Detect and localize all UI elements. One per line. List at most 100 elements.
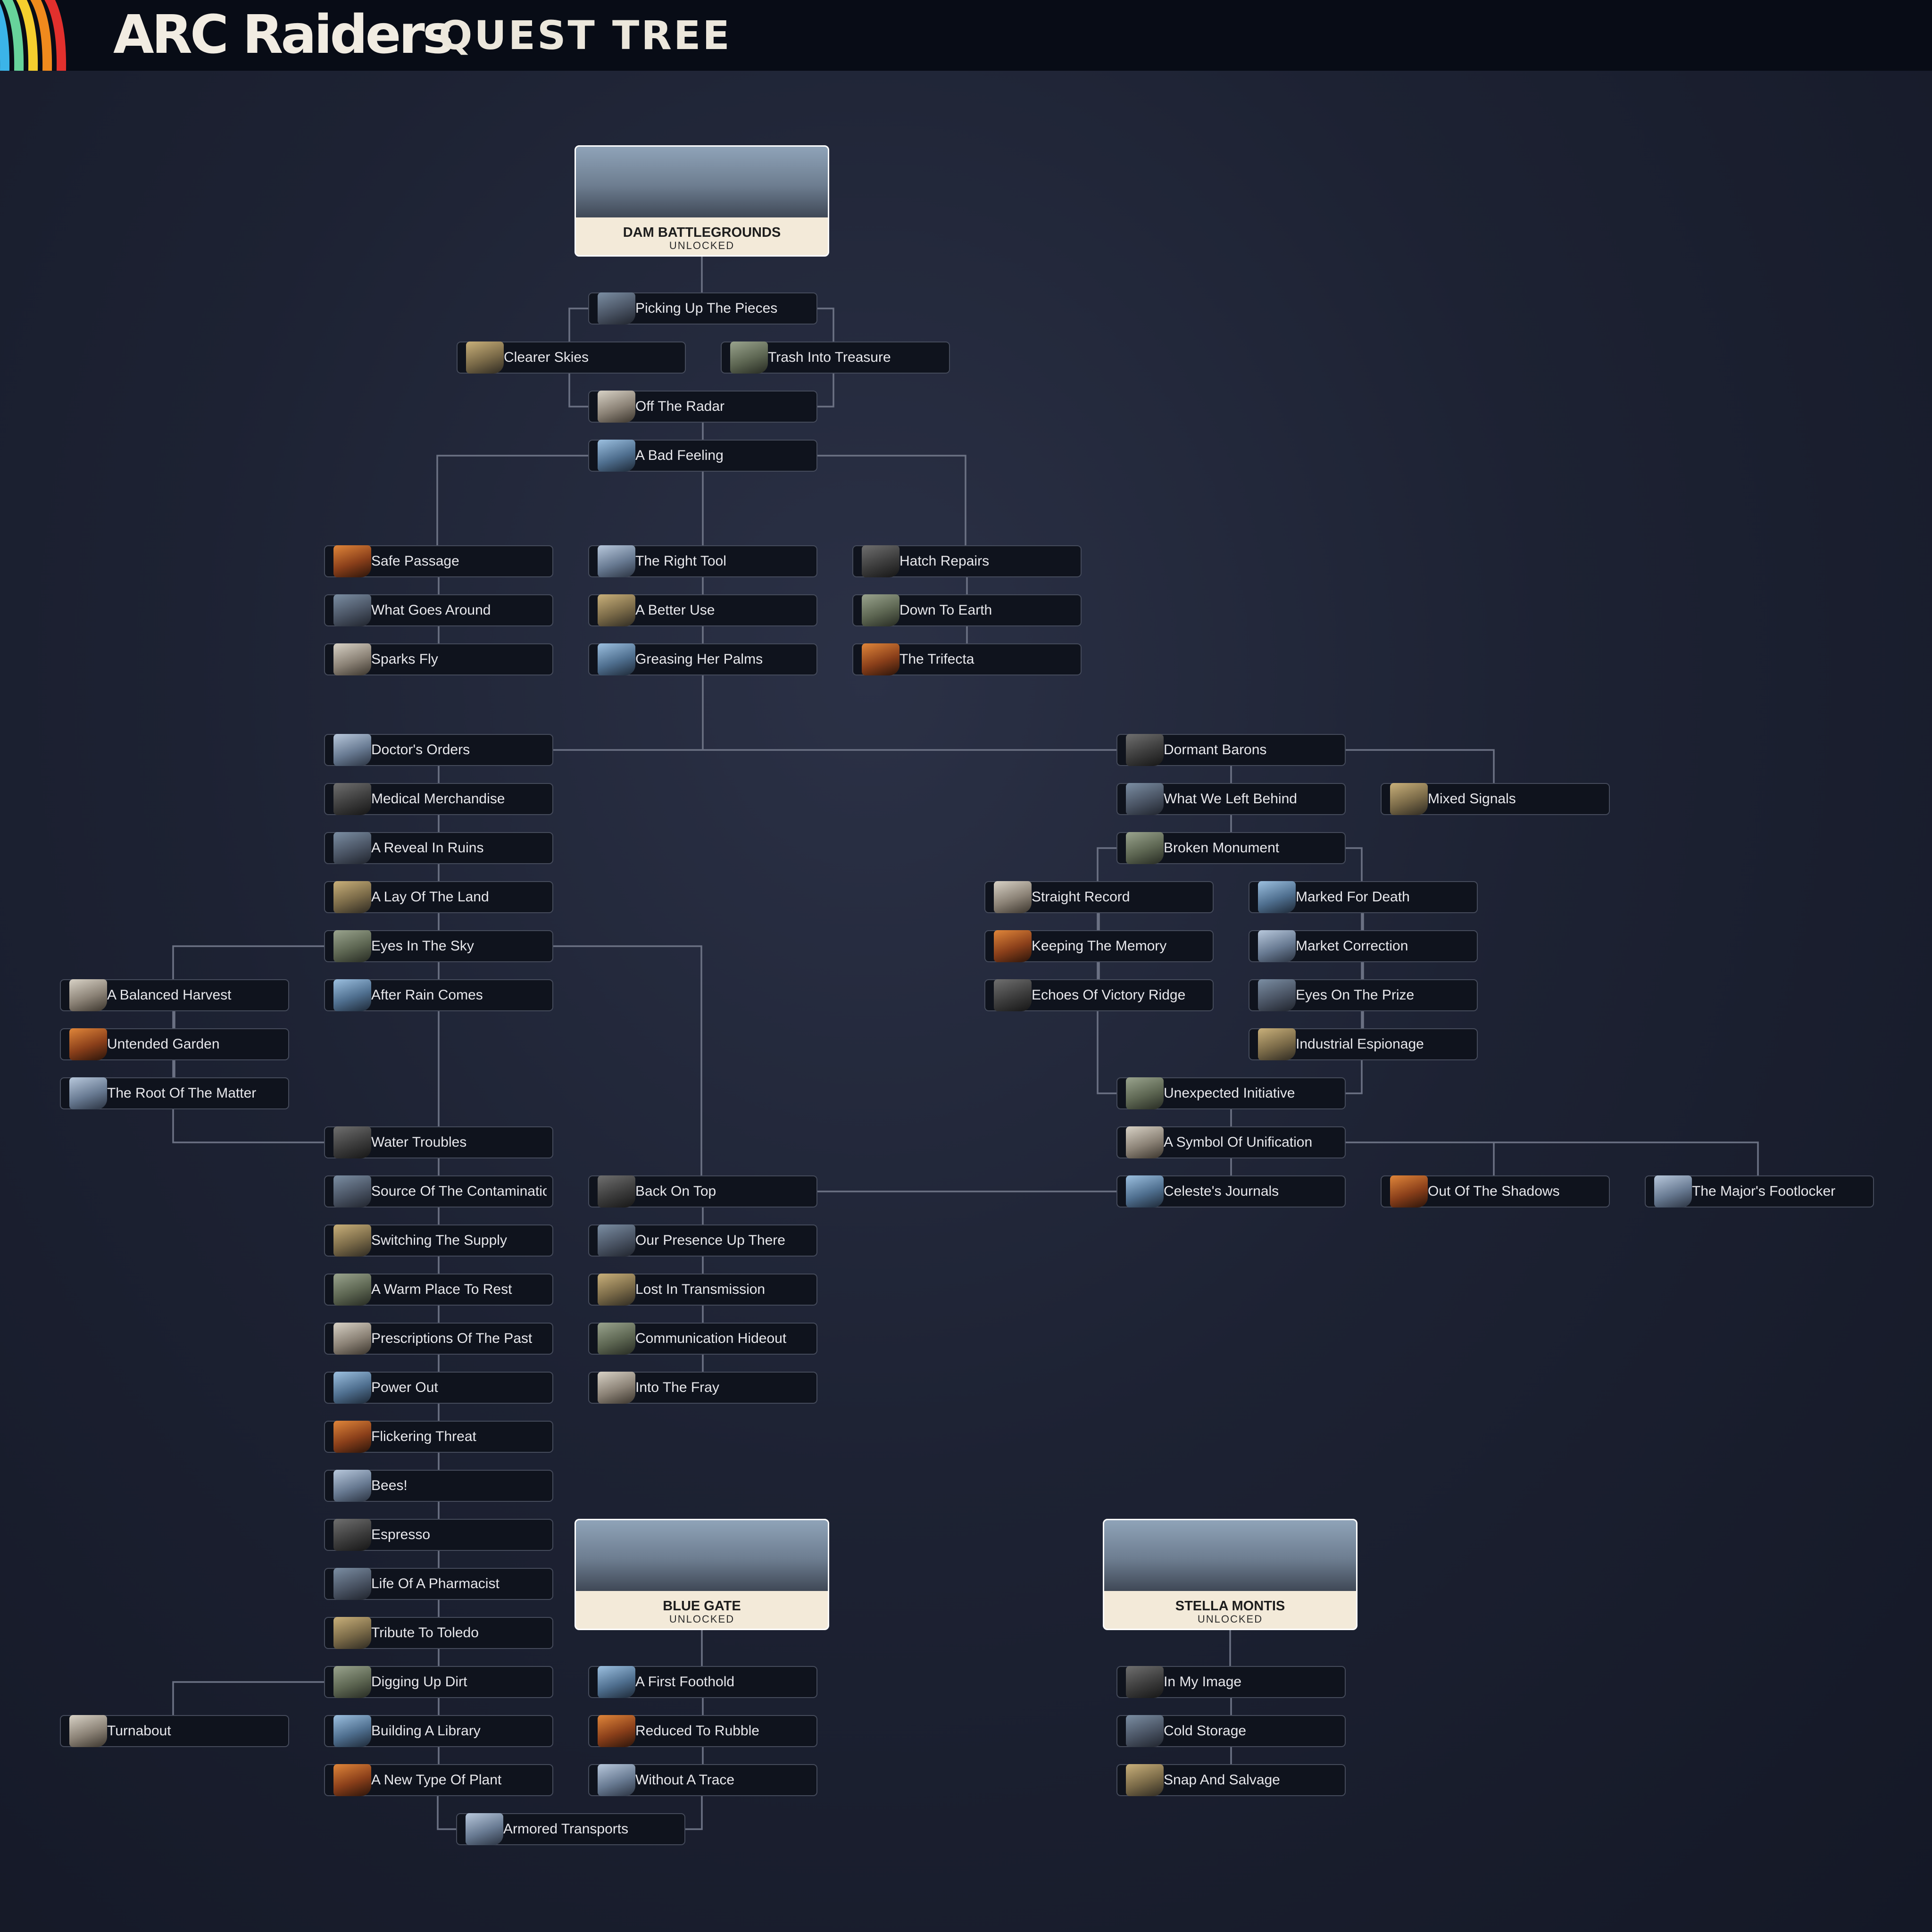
quest-node-the-trifecta[interactable]: The Trifecta xyxy=(852,643,1082,675)
quest-thumbnail xyxy=(1654,1175,1692,1208)
quest-node-a-reveal-in-ruins[interactable]: A Reveal In Ruins xyxy=(324,832,553,864)
quest-node-eyes-in-the-sky[interactable]: Eyes In The Sky xyxy=(324,930,553,962)
quest-node-turnabout[interactable]: Turnabout xyxy=(60,1715,289,1747)
quest-node-mixed-signals[interactable]: Mixed Signals xyxy=(1381,783,1610,815)
quest-label: In My Image xyxy=(1164,1674,1242,1690)
quest-label: Flickering Threat xyxy=(371,1429,476,1444)
quest-node-back-on-top[interactable]: Back On Top xyxy=(588,1175,817,1208)
quest-node-what-goes-around[interactable]: What Goes Around xyxy=(324,594,553,626)
quest-node-keeping-the-memory[interactable]: Keeping The Memory xyxy=(984,930,1214,962)
quest-node-greasing-her-palms[interactable]: Greasing Her Palms xyxy=(588,643,817,675)
quest-label: Source Of The Contamination xyxy=(371,1183,547,1199)
quest-thumbnail xyxy=(333,1666,371,1698)
quest-node-safe-passage[interactable]: Safe Passage xyxy=(324,545,553,577)
quest-thumbnail xyxy=(1126,1126,1164,1158)
quest-label: Hatch Repairs xyxy=(899,553,990,569)
quest-node-tribute-to-toledo[interactable]: Tribute To Toledo xyxy=(324,1617,553,1649)
quest-thumbnail xyxy=(333,979,371,1011)
quest-node-celeste-s-journals[interactable]: Celeste's Journals xyxy=(1116,1175,1346,1208)
quest-node-building-a-library[interactable]: Building A Library xyxy=(324,1715,553,1747)
quest-label: Off The Radar xyxy=(635,399,724,414)
quest-node-life-of-a-pharmacist[interactable]: Life Of A Pharmacist xyxy=(324,1568,553,1600)
quest-thumbnail xyxy=(598,545,635,577)
quest-node-market-correction[interactable]: Market Correction xyxy=(1249,930,1478,962)
quest-node-trash-into-treasure[interactable]: Trash Into Treasure xyxy=(721,341,950,374)
quest-node-straight-record[interactable]: Straight Record xyxy=(984,881,1214,913)
quest-node-a-first-foothold[interactable]: A First Foothold xyxy=(588,1666,817,1698)
quest-label: Reduced To Rubble xyxy=(635,1723,759,1739)
quest-node-a-new-type-of-plant[interactable]: A New Type Of Plant xyxy=(324,1764,553,1796)
quest-label: Cold Storage xyxy=(1164,1723,1247,1739)
quest-node-after-rain-comes[interactable]: After Rain Comes xyxy=(324,979,553,1011)
quest-node-into-the-fray[interactable]: Into The Fray xyxy=(588,1372,817,1404)
quest-node-armored-transports[interactable]: Armored Transports xyxy=(456,1813,685,1845)
quest-thumbnail xyxy=(333,545,371,577)
quest-node-what-we-left-behind[interactable]: What We Left Behind xyxy=(1116,783,1346,815)
quest-label: Greasing Her Palms xyxy=(635,651,763,667)
quest-node-hatch-repairs[interactable]: Hatch Repairs xyxy=(852,545,1082,577)
quest-node-snap-and-salvage[interactable]: Snap And Salvage xyxy=(1116,1764,1346,1796)
quest-node-prescriptions-of-the-past[interactable]: Prescriptions Of The Past xyxy=(324,1323,553,1355)
quest-node-the-major-s-footlocker[interactable]: The Major's Footlocker xyxy=(1645,1175,1874,1208)
quest-node-doctor-s-orders[interactable]: Doctor's Orders xyxy=(324,734,553,766)
quest-node-a-bad-feeling[interactable]: A Bad Feeling xyxy=(588,440,817,472)
quest-label: Communication Hideout xyxy=(635,1331,787,1346)
quest-node-communication-hideout[interactable]: Communication Hideout xyxy=(588,1323,817,1355)
quest-thumbnail xyxy=(994,930,1032,962)
quest-node-clearer-skies[interactable]: Clearer Skies xyxy=(457,341,686,374)
header-bar: ARC Raiders QUEST TREE xyxy=(0,0,1932,71)
quest-node-echoes-of-victory-ridge[interactable]: Echoes Of Victory Ridge xyxy=(984,979,1214,1011)
quest-node-the-root-of-the-matter[interactable]: The Root Of The Matter xyxy=(60,1077,289,1109)
quest-node-out-of-the-shadows[interactable]: Out Of The Shadows xyxy=(1381,1175,1610,1208)
quest-node-picking-up-the-pieces[interactable]: Picking Up The Pieces xyxy=(588,292,817,325)
quest-node-medical-merchandise[interactable]: Medical Merchandise xyxy=(324,783,553,815)
quest-node-espresso[interactable]: Espresso xyxy=(324,1519,553,1551)
quest-label: Back On Top xyxy=(635,1183,716,1199)
quest-node-off-the-radar[interactable]: Off The Radar xyxy=(588,391,817,423)
quest-node-sparks-fly[interactable]: Sparks Fly xyxy=(324,643,553,675)
quest-label: Bees! xyxy=(371,1478,408,1493)
quest-node-our-presence-up-there[interactable]: Our Presence Up There xyxy=(588,1224,817,1257)
quest-thumbnail xyxy=(1390,1175,1428,1208)
quest-node-untended-garden[interactable]: Untended Garden xyxy=(60,1028,289,1060)
quest-thumbnail xyxy=(466,341,504,374)
quest-label: Out Of The Shadows xyxy=(1428,1183,1560,1199)
quest-node-power-out[interactable]: Power Out xyxy=(324,1372,553,1404)
quest-node-unexpected-initiative[interactable]: Unexpected Initiative xyxy=(1116,1077,1346,1109)
quest-node-marked-for-death[interactable]: Marked For Death xyxy=(1249,881,1478,913)
quest-node-flickering-threat[interactable]: Flickering Threat xyxy=(324,1421,553,1453)
quest-label: A Balanced Harvest xyxy=(107,987,232,1003)
quest-node-water-troubles[interactable]: Water Troubles xyxy=(324,1126,553,1158)
quest-node-down-to-earth[interactable]: Down To Earth xyxy=(852,594,1082,626)
quest-node-industrial-espionage[interactable]: Industrial Espionage xyxy=(1249,1028,1478,1060)
quest-node-a-lay-of-the-land[interactable]: A Lay Of The Land xyxy=(324,881,553,913)
quest-thumbnail xyxy=(598,391,635,423)
connector-line-51 xyxy=(1346,749,1495,783)
quest-node-switching-the-supply[interactable]: Switching The Supply xyxy=(324,1224,553,1257)
quest-node-a-balanced-harvest[interactable]: A Balanced Harvest xyxy=(60,979,289,1011)
quest-node-bees[interactable]: Bees! xyxy=(324,1470,553,1502)
quest-node-cold-storage[interactable]: Cold Storage xyxy=(1116,1715,1346,1747)
quest-node-dormant-barons[interactable]: Dormant Barons xyxy=(1116,734,1346,766)
quest-node-without-a-trace[interactable]: Without A Trace xyxy=(588,1764,817,1796)
quest-node-the-right-tool[interactable]: The Right Tool xyxy=(588,545,817,577)
quest-node-lost-in-transmission[interactable]: Lost In Transmission xyxy=(588,1274,817,1306)
quest-node-source-of-the-contamination[interactable]: Source Of The Contamination xyxy=(324,1175,553,1208)
quest-label: Power Out xyxy=(371,1380,438,1395)
quest-node-a-warm-place-to-rest[interactable]: A Warm Place To Rest xyxy=(324,1274,553,1306)
quest-node-in-my-image[interactable]: In My Image xyxy=(1116,1666,1346,1698)
page-title: QUEST TREE xyxy=(439,12,732,58)
quest-node-a-better-use[interactable]: A Better Use xyxy=(588,594,817,626)
connector-line-24 xyxy=(553,945,702,1191)
quest-node-digging-up-dirt[interactable]: Digging Up Dirt xyxy=(324,1666,553,1698)
quest-node-broken-monument[interactable]: Broken Monument xyxy=(1116,832,1346,864)
quest-node-reduced-to-rubble[interactable]: Reduced To Rubble xyxy=(588,1715,817,1747)
quest-label: Clearer Skies xyxy=(504,350,589,365)
quest-label: Trash Into Treasure xyxy=(768,350,891,365)
quest-node-a-symbol-of-unification[interactable]: A Symbol Of Unification xyxy=(1116,1126,1346,1158)
connector-line-61 xyxy=(1346,1141,1759,1175)
quest-node-eyes-on-the-prize[interactable]: Eyes On The Prize xyxy=(1249,979,1478,1011)
